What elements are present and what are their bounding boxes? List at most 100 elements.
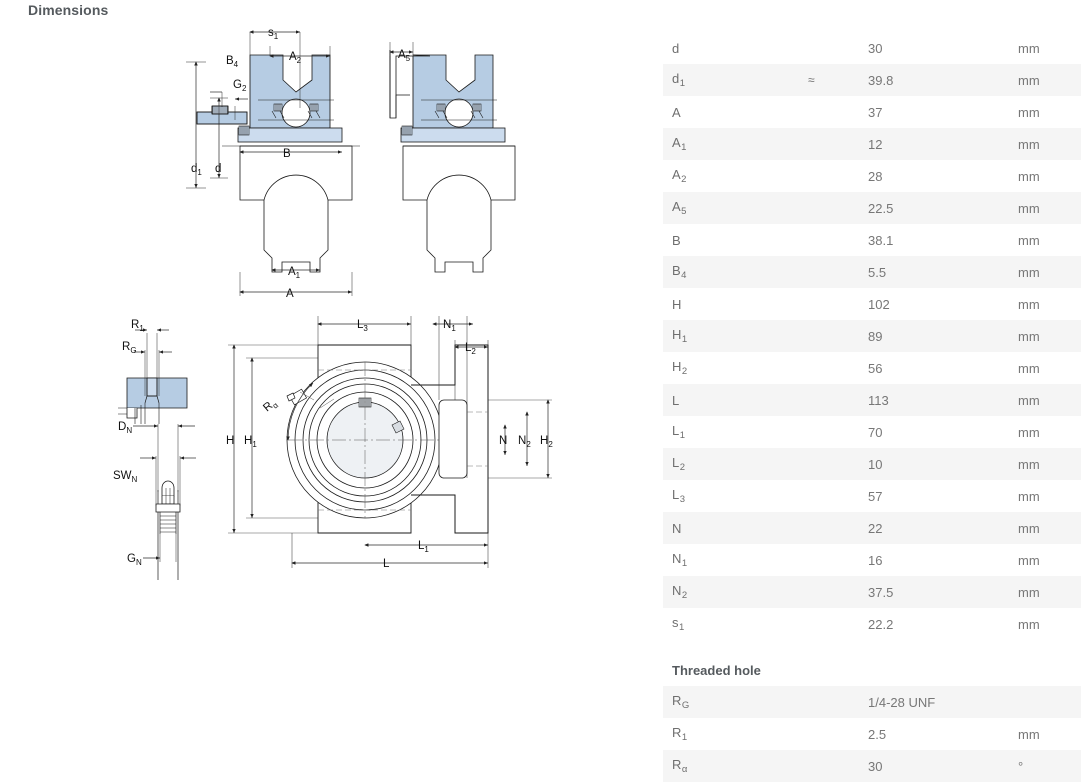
row-label-subscript: 2 <box>681 174 687 185</box>
row-label-subscript: 1 <box>679 430 686 441</box>
row-label-subscript: 1 <box>681 334 688 345</box>
row-label: N <box>672 520 682 536</box>
dimensions-front-view <box>228 316 552 568</box>
dimensions-top-right <box>389 42 414 128</box>
label-L: L <box>383 558 390 570</box>
label-d1: d1 <box>191 163 202 177</box>
label-GN: GN <box>127 553 142 567</box>
row-unit: mm <box>1018 264 1040 280</box>
row-value: 22.5 <box>868 200 894 216</box>
drawing-top-right-section <box>389 50 516 273</box>
label-R1: R1 <box>131 319 144 333</box>
label-H2: H2 <box>540 435 553 449</box>
row-label-subscript: 2 <box>681 590 688 601</box>
row-value: 5.5 <box>868 264 887 280</box>
row-label: H <box>672 296 682 312</box>
row-label: d <box>672 40 680 56</box>
row-label-subscript: 4 <box>681 270 687 281</box>
row-unit: mm <box>1018 392 1040 408</box>
row-value: 1/4-28 UNF <box>868 694 936 710</box>
row-value: 10 <box>868 456 883 472</box>
row-value: 22 <box>868 520 883 536</box>
row-label: A5 <box>672 199 687 217</box>
row-label: L3 <box>672 487 686 505</box>
row-unit: mm <box>1018 40 1040 56</box>
row-label-subscript: G <box>681 700 690 711</box>
label-L1: L1 <box>418 540 429 554</box>
row-value: 37.5 <box>868 584 894 600</box>
row-label-subscript: 1 <box>679 78 686 89</box>
table-row: A5 22.5 mm <box>663 192 1081 224</box>
row-label: L <box>672 392 680 408</box>
row-value: 16 <box>868 552 883 568</box>
row-label-subscript: 2 <box>679 462 686 473</box>
row-label: L2 <box>672 455 686 473</box>
row-label: B4 <box>672 263 687 281</box>
row-label: H1 <box>672 327 688 345</box>
technical-drawings-panel: s1 A2 B4 G2 B d1 d A1 A A5 R1 RG DN SWN … <box>113 27 553 580</box>
label-RG: RG <box>122 341 137 355</box>
label-SWN: SWN <box>113 470 138 484</box>
row-label: d1 <box>672 71 686 89</box>
label-H: H <box>226 435 234 447</box>
page-title: Dimensions <box>28 2 109 18</box>
row-label: N2 <box>672 583 688 601</box>
label-A5: A5 <box>398 49 411 63</box>
row-unit: mm <box>1018 72 1040 88</box>
row-unit: mm <box>1018 136 1040 152</box>
row-label-subscript: 1 <box>679 622 685 633</box>
table-row: d1 ≈39.8 mm <box>663 64 1081 96</box>
row-label: A <box>672 104 681 120</box>
row-value: 22.2 <box>868 616 894 632</box>
label-R-alpha: Rα <box>261 397 280 416</box>
label-H1: H1 <box>244 435 257 449</box>
row-value: 56 <box>868 360 883 376</box>
row-value: 28 <box>868 168 883 184</box>
row-unit: mm <box>1018 232 1040 248</box>
table-row: B4 5.5 mm <box>663 256 1081 288</box>
label-s1: s1 <box>268 27 279 41</box>
row-value: 30 <box>868 758 883 774</box>
row-label: s1 <box>672 615 685 633</box>
row-label-subscript: 2 <box>681 366 688 377</box>
label-A1: A1 <box>288 266 301 280</box>
row-unit: mm <box>1018 104 1040 120</box>
row-unit: mm <box>1018 200 1040 216</box>
label-G2: G2 <box>233 79 247 93</box>
row-value: 39.8 <box>868 72 894 88</box>
label-N1: N1 <box>443 319 456 333</box>
row-label: N1 <box>672 551 688 569</box>
row-unit: mm <box>1018 328 1040 344</box>
dimensions-top-left <box>186 30 353 296</box>
label-L2: L2 <box>465 342 476 356</box>
table-row: d 30 mm <box>663 32 1081 64</box>
row-value: 89 <box>868 328 883 344</box>
label-N: N <box>499 435 507 447</box>
label-B: B <box>283 148 291 160</box>
row-value: 70 <box>868 424 883 440</box>
drawing-threaded-hole-detail <box>118 377 188 424</box>
row-approx-symbol: ≈ <box>808 73 815 87</box>
row-value: 102 <box>868 296 890 312</box>
section-title-threaded-hole: Threaded hole <box>672 663 761 678</box>
row-label: R1 <box>672 725 688 743</box>
label-N2: N2 <box>518 435 531 449</box>
table-row: H1 89 mm <box>663 320 1081 352</box>
row-value: 30 <box>868 40 883 56</box>
row-value: 38.1 <box>868 232 894 248</box>
row-label: RG <box>672 693 690 711</box>
